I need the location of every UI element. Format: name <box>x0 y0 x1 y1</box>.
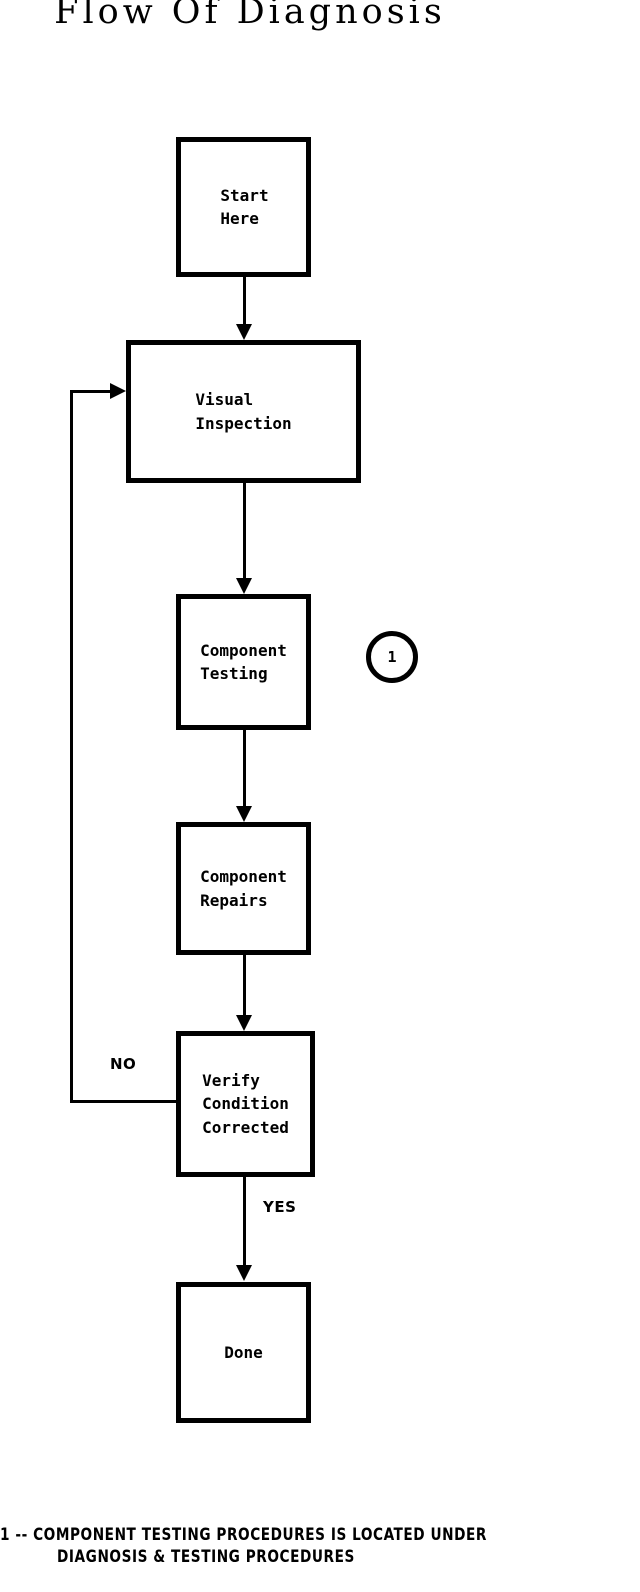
flow-node-visual-inspection[interactable]: Visual Inspection <box>126 340 361 483</box>
arrow-down-icon <box>236 324 252 340</box>
edge-label-no: NO <box>110 1055 137 1073</box>
flow-node-component-testing[interactable]: Component Testing <box>176 594 311 730</box>
footnote-reference-number: 1 <box>387 647 397 666</box>
edge-verify-to-done-line <box>243 1177 246 1267</box>
flowchart-canvas: NO YES Start Here Visual Inspection Comp… <box>70 137 418 1423</box>
edge-no-loop-bottom-segment <box>70 1100 178 1103</box>
edge-label-yes: YES <box>263 1198 297 1216</box>
flow-node-label: Verify Condition Corrected <box>202 1071 289 1137</box>
flow-node-label: Start Here <box>220 185 269 228</box>
arrow-down-icon <box>236 1015 252 1031</box>
flow-node-label: Component Testing <box>200 640 287 683</box>
edge-repairs-to-verify-line <box>243 955 246 1017</box>
edge-visual-to-testing-line <box>243 483 246 579</box>
flow-node-verify-condition-corrected[interactable]: Verify Condition Corrected <box>176 1031 315 1177</box>
footnote: 1 -- COMPONENT TESTING PROCEDURES IS LOC… <box>0 1524 640 1568</box>
flow-node-label: Done <box>224 1342 263 1362</box>
edge-no-loop-vertical-segment <box>70 390 73 1103</box>
flow-node-done[interactable]: Done <box>176 1282 311 1423</box>
arrow-down-icon <box>236 806 252 822</box>
footnote-line-2: DIAGNOSIS & TESTING PROCEDURES <box>57 1547 355 1566</box>
arrow-right-icon <box>110 383 126 399</box>
flow-node-label: Visual Inspection <box>195 390 292 433</box>
edge-testing-to-repairs-line <box>243 730 246 808</box>
arrow-down-icon <box>236 578 252 594</box>
edge-start-to-visual-line <box>243 277 246 327</box>
edge-no-loop-top-segment <box>70 390 118 393</box>
footnote-reference-circle-1[interactable]: 1 <box>366 631 418 683</box>
footnote-line-1: 1 -- COMPONENT TESTING PROCEDURES IS LOC… <box>0 1525 487 1544</box>
flow-node-start-here[interactable]: Start Here <box>176 137 311 277</box>
arrow-down-icon <box>236 1265 252 1281</box>
flow-node-component-repairs[interactable]: Component Repairs <box>176 822 311 955</box>
page-title: Flow Of Diagnosis <box>54 0 446 32</box>
flow-node-label: Component Repairs <box>200 867 287 910</box>
